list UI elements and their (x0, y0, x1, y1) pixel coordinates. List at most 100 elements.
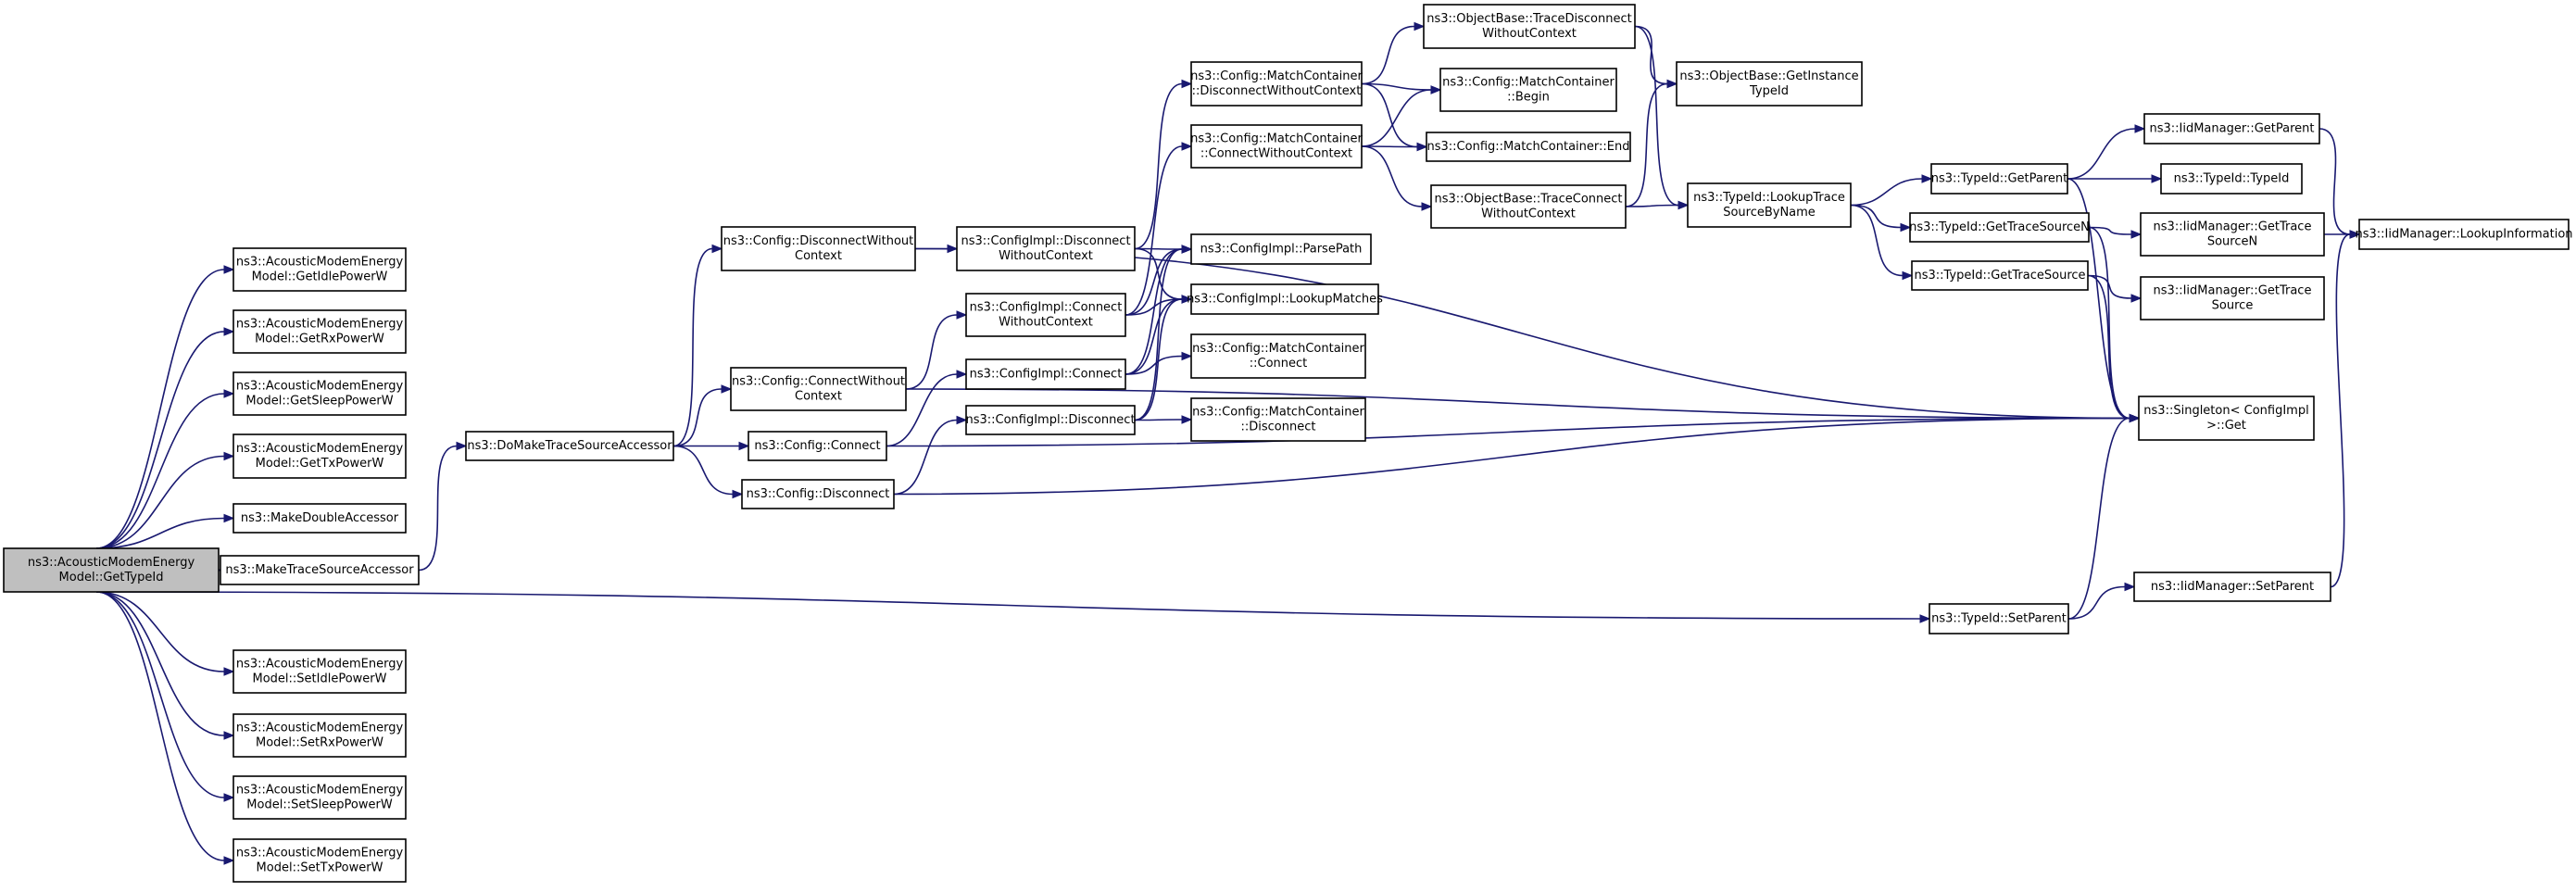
arrowhead (1181, 415, 1193, 424)
node-label: ns3::AcousticModemEnergy (236, 256, 404, 270)
node-iidGetParent[interactable]: ns3::IidManager::GetParent (2143, 113, 2320, 144)
node-getTx[interactable]: ns3::AcousticModemEnergyModel::GetTxPowe… (232, 433, 407, 479)
node-mcBegin[interactable]: ns3::Config::MatchContainer::Begin (1439, 68, 1617, 112)
node-label: ns3::Config::MatchContainer (1192, 406, 1364, 420)
node-label: Context (795, 390, 842, 404)
node-cfgConn[interactable]: ns3::Config::Connect (748, 431, 887, 461)
node-box (1430, 184, 1627, 229)
node-box (721, 226, 916, 271)
node-box (1439, 68, 1617, 112)
arrowhead (1181, 79, 1193, 89)
node-label: ::ConnectWithoutContext (1200, 147, 1352, 161)
node-setIdle[interactable]: ns3::AcousticModemEnergyModel::SetIdlePo… (232, 649, 407, 694)
node-lookupMatches[interactable]: ns3::ConfigImpl::LookupMatches (1187, 283, 1383, 315)
edge-root-to-setIdle (95, 591, 225, 672)
node-label: WithoutContext (999, 316, 1093, 330)
node-iidSetParent[interactable]: ns3::IidManager::SetParent (2133, 572, 2331, 602)
edge-implDisc-to-parsePath (1134, 248, 1183, 421)
edge-doMake-to-cfgDiscWC (672, 247, 713, 447)
edge-implConn-to-parsePath (1125, 248, 1183, 375)
arrowhead (2151, 174, 2163, 183)
arrowhead (223, 856, 235, 865)
node-box (1911, 260, 2089, 291)
node-tidSetParent[interactable]: ns3::TypeId::SetParent (1929, 603, 2069, 634)
node-label: ns3::ConfigImpl::LookupMatches (1187, 293, 1383, 307)
node-label: ns3::IidManager::GetTrace (2154, 284, 2312, 298)
node-box (1190, 283, 1379, 315)
node-label: ns3::DoMakeTraceSourceAccessor (467, 439, 672, 453)
arrowhead (1430, 85, 1442, 94)
node-box (741, 479, 895, 509)
node-singleton[interactable]: ns3::Singleton< ConfigImpl >::Get (2138, 396, 2315, 441)
node-label: SourceN (2207, 235, 2257, 249)
node-obTraceDisc[interactable]: ns3::ObjectBase::TraceDisconnectWithoutC… (1423, 4, 1636, 49)
node-label: ns3::AcousticModemEnergy (236, 722, 404, 735)
node-label: ns3::AcousticModemEnergy (236, 847, 404, 861)
node-setTx[interactable]: ns3::AcousticModemEnergyModel::SetTxPowe… (232, 838, 407, 883)
node-getIdle[interactable]: ns3::AcousticModemEnergyModel::GetIdlePo… (232, 247, 407, 292)
node-label: ns3::TypeId::GetTraceSourceN (1909, 220, 2090, 234)
node-implConnWC[interactable]: ns3::ConfigImpl::ConnectWithoutContext (965, 293, 1126, 337)
node-label: Model::SetTxPowerW (257, 861, 383, 875)
node-box (1930, 163, 2068, 195)
edge-root-to-tidSetParent (95, 591, 1921, 620)
edge-root-to-getIdle (95, 269, 225, 549)
node-implDiscWC[interactable]: ns3::ConfigImpl::DisconnectWithoutContex… (956, 226, 1136, 271)
node-box (232, 247, 407, 292)
edge-cfgDisc-to-singleton (893, 417, 2130, 496)
node-label: ns3::IidManager::GetParent (2149, 122, 2314, 136)
node-tidGetParent[interactable]: ns3::TypeId::GetParent (1930, 163, 2068, 195)
node-setSleep[interactable]: ns3::AcousticModemEnergyModel::SetSleepP… (232, 775, 407, 820)
node-cfgConnWC[interactable]: ns3::Config::ConnectWithoutContext (730, 367, 907, 411)
node-label: Model::GetSleepPowerW (245, 395, 393, 408)
node-label: ns3::MakeDoubleAccessor (241, 511, 399, 525)
arrowhead (223, 451, 235, 461)
edge-implConn-to-mcConnect (1125, 355, 1183, 375)
arrowhead (1414, 21, 1426, 31)
node-obTraceConn[interactable]: ns3::ObjectBase::TraceConnectWithoutCont… (1430, 184, 1627, 229)
node-tidTypeId[interactable]: ns3::TypeId::TypeId (2160, 163, 2303, 195)
node-tidGetTS[interactable]: ns3::TypeId::GetTraceSource (1911, 260, 2089, 291)
node-parsePath[interactable]: ns3::ConfigImpl::ParsePath (1190, 233, 1372, 265)
node-mcDisconnect[interactable]: ns3::Config::MatchContainer::Disconnect (1190, 397, 1366, 442)
arrowhead (1919, 614, 1931, 623)
node-label: ns3::IidManager::LookupInformation (2355, 228, 2572, 242)
arrowhead (1900, 222, 1912, 232)
node-getSleep[interactable]: ns3::AcousticModemEnergyModel::GetSleepP… (232, 371, 407, 416)
node-tidGetTSN[interactable]: ns3::TypeId::GetTraceSourceN (1909, 212, 2090, 243)
edge-mcConnWC-to-mcEnd (1361, 145, 1418, 148)
node-implConn[interactable]: ns3::ConfigImpl::Connect (965, 358, 1126, 390)
node-doMake[interactable]: ns3::DoMakeTraceSourceAccessor (465, 431, 674, 461)
node-label: ns3::TypeId::GetParent (1931, 172, 2068, 186)
node-box (2358, 219, 2570, 250)
node-cfgDisc[interactable]: ns3::Config::Disconnect (741, 479, 895, 509)
edge-tidGetTSN-to-singleton (2088, 226, 2130, 420)
edge-mcDiscWC-to-obTraceDisc (1361, 25, 1415, 85)
node-mcDiscWC[interactable]: ns3::Config::MatchContainer::DisconnectW… (1190, 61, 1363, 107)
edge-cfgConn-to-implConn (886, 373, 958, 447)
node-getRx[interactable]: ns3::AcousticModemEnergyModel::GetRxPowe… (232, 309, 407, 354)
node-mcEnd[interactable]: ns3::Config::MatchContainer::End (1426, 132, 1631, 162)
arrowhead (1181, 295, 1193, 304)
node-makeTrace[interactable]: ns3::MakeTraceSourceAccessor (220, 555, 420, 585)
edge-iidGetParent-to-iidLookup (2318, 128, 2351, 235)
node-box (2140, 212, 2325, 257)
node-label: Model::GetTypeId (59, 571, 164, 584)
node-setRx[interactable]: ns3::AcousticModemEnergyModel::SetRxPowe… (232, 713, 407, 758)
node-iidLookup[interactable]: ns3::IidManager::LookupInformation (2355, 219, 2573, 250)
node-iidGetTSN[interactable]: ns3::IidManager::GetTraceSourceN (2140, 212, 2325, 257)
node-iidGetTS[interactable]: ns3::IidManager::GetTraceSource (2140, 276, 2325, 320)
node-label: >::Get (2206, 419, 2246, 433)
node-mcConnWC[interactable]: ns3::Config::MatchContainer::ConnectWith… (1190, 124, 1363, 169)
node-cfgDiscWC[interactable]: ns3::Config::DisconnectWithoutContext (721, 226, 916, 271)
node-mcConnect[interactable]: ns3::Config::MatchContainer::Connect (1190, 333, 1366, 379)
edge-obTraceDisc-to-obGetInst (1634, 25, 1668, 85)
node-label: SourceByName (1723, 206, 1816, 220)
edge-implDiscWC-to-mcDiscWC (1134, 82, 1183, 250)
node-implDisc[interactable]: ns3::ConfigImpl::Disconnect (965, 405, 1136, 435)
node-box (1190, 333, 1366, 379)
node-makeDouble[interactable]: ns3::MakeDoubleAccessor (232, 503, 407, 534)
